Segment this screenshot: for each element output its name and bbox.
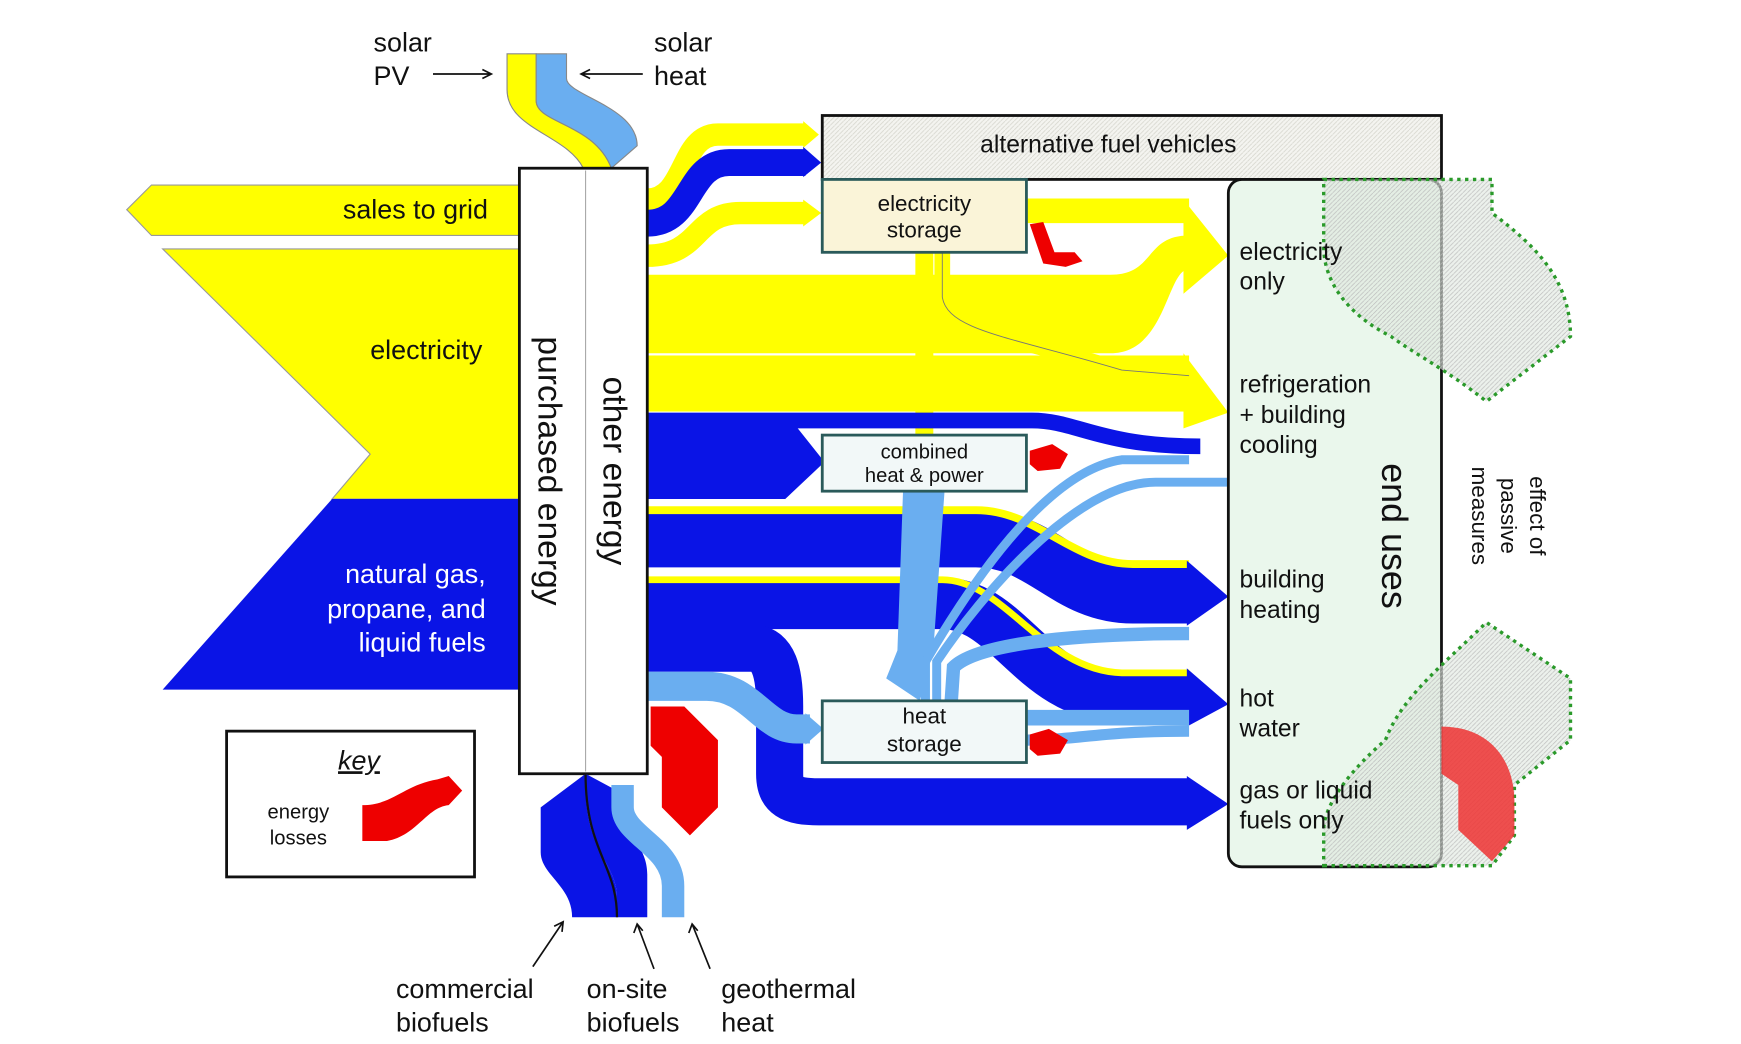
chp-label: combined bbox=[881, 442, 968, 464]
electricity-storage-label: storage bbox=[887, 218, 962, 243]
electricity-storage-label: electricity bbox=[878, 191, 972, 216]
flows-to-end-uses bbox=[645, 121, 1229, 830]
natural-gas-flow bbox=[162, 499, 520, 690]
end-use-electricity-only: electricity bbox=[1240, 239, 1343, 266]
geothermal-heat-arrow bbox=[687, 922, 711, 970]
commercial-biofuels-arrow bbox=[532, 920, 565, 968]
solar-pv-label: solar bbox=[374, 28, 432, 58]
commercial-biofuels-label: biofuels bbox=[396, 1008, 489, 1038]
geothermal-heat-label: heat bbox=[721, 1008, 774, 1038]
end-use-gas-liquid-fuels: gas or liquid bbox=[1240, 777, 1373, 804]
key-losses-label: energy bbox=[268, 802, 331, 824]
end-use-building-heating: heating bbox=[1240, 597, 1321, 624]
solar-inflow bbox=[506, 53, 638, 170]
end-use-hot-water: hot bbox=[1240, 685, 1274, 712]
end-use-gas-liquid-fuels: fuels only bbox=[1240, 808, 1345, 835]
passive-measures-label: effect of bbox=[1525, 476, 1550, 556]
onsite-biofuels-arrow bbox=[633, 922, 655, 970]
geothermal-heat-label: geothermal bbox=[721, 974, 856, 1004]
natural-gas-label: propane, and bbox=[327, 594, 486, 624]
electricity-flow bbox=[161, 248, 520, 500]
heat-storage-label: storage bbox=[887, 731, 962, 756]
key-losses-label: losses bbox=[270, 827, 327, 849]
end-use-building-heating: building bbox=[1240, 567, 1325, 594]
chp-label: heat & power bbox=[865, 465, 984, 487]
purchased-energy-label: purchased energy bbox=[530, 336, 567, 605]
natural-gas-label: liquid fuels bbox=[359, 628, 486, 658]
solar-heat-label: solar bbox=[654, 28, 712, 58]
end-use-electricity-only: only bbox=[1240, 268, 1286, 295]
passive-measures-regions bbox=[1322, 177, 1573, 868]
sales-to-grid-label: sales to grid bbox=[343, 195, 488, 225]
electricity-storage-box bbox=[820, 178, 1028, 254]
afv-label: alternative fuel vehicles bbox=[980, 132, 1236, 159]
natural-gas-label: natural gas, bbox=[345, 559, 486, 589]
solar-pv-label: PV bbox=[374, 61, 410, 91]
key-title: key bbox=[338, 745, 381, 775]
afv-box bbox=[820, 114, 1443, 181]
electricity-label: electricity bbox=[370, 335, 483, 365]
heat-storage-box bbox=[820, 699, 1028, 764]
energy-loss-icon bbox=[362, 775, 463, 842]
solar-pv-arrow bbox=[433, 68, 494, 80]
onsite-biofuels-label: on-site bbox=[587, 974, 668, 1004]
end-use-refrigeration-cooling: + building bbox=[1240, 402, 1346, 429]
end-use-refrigeration-cooling: refrigeration bbox=[1240, 371, 1372, 398]
end-use-hot-water: water bbox=[1239, 716, 1300, 743]
purchased-energy-box bbox=[517, 166, 649, 776]
solar-heat-arrow bbox=[579, 68, 643, 80]
other-energy-label: other energy bbox=[596, 377, 633, 566]
commercial-biofuels-label: commercial bbox=[396, 974, 534, 1004]
end-uses-title: end uses bbox=[1374, 463, 1414, 609]
onsite-biofuels-label: biofuels bbox=[587, 1008, 680, 1038]
bottom-inflows bbox=[540, 773, 685, 918]
passive-measures-label: passive bbox=[1496, 478, 1521, 554]
solar-heat-label: heat bbox=[654, 61, 707, 91]
heat-storage-label: heat bbox=[903, 703, 947, 728]
end-use-refrigeration-cooling: cooling bbox=[1240, 432, 1318, 459]
energy-loss-icons bbox=[650, 222, 1083, 836]
passive-measures-label: measures bbox=[1467, 467, 1492, 565]
chp-box bbox=[820, 433, 1028, 493]
